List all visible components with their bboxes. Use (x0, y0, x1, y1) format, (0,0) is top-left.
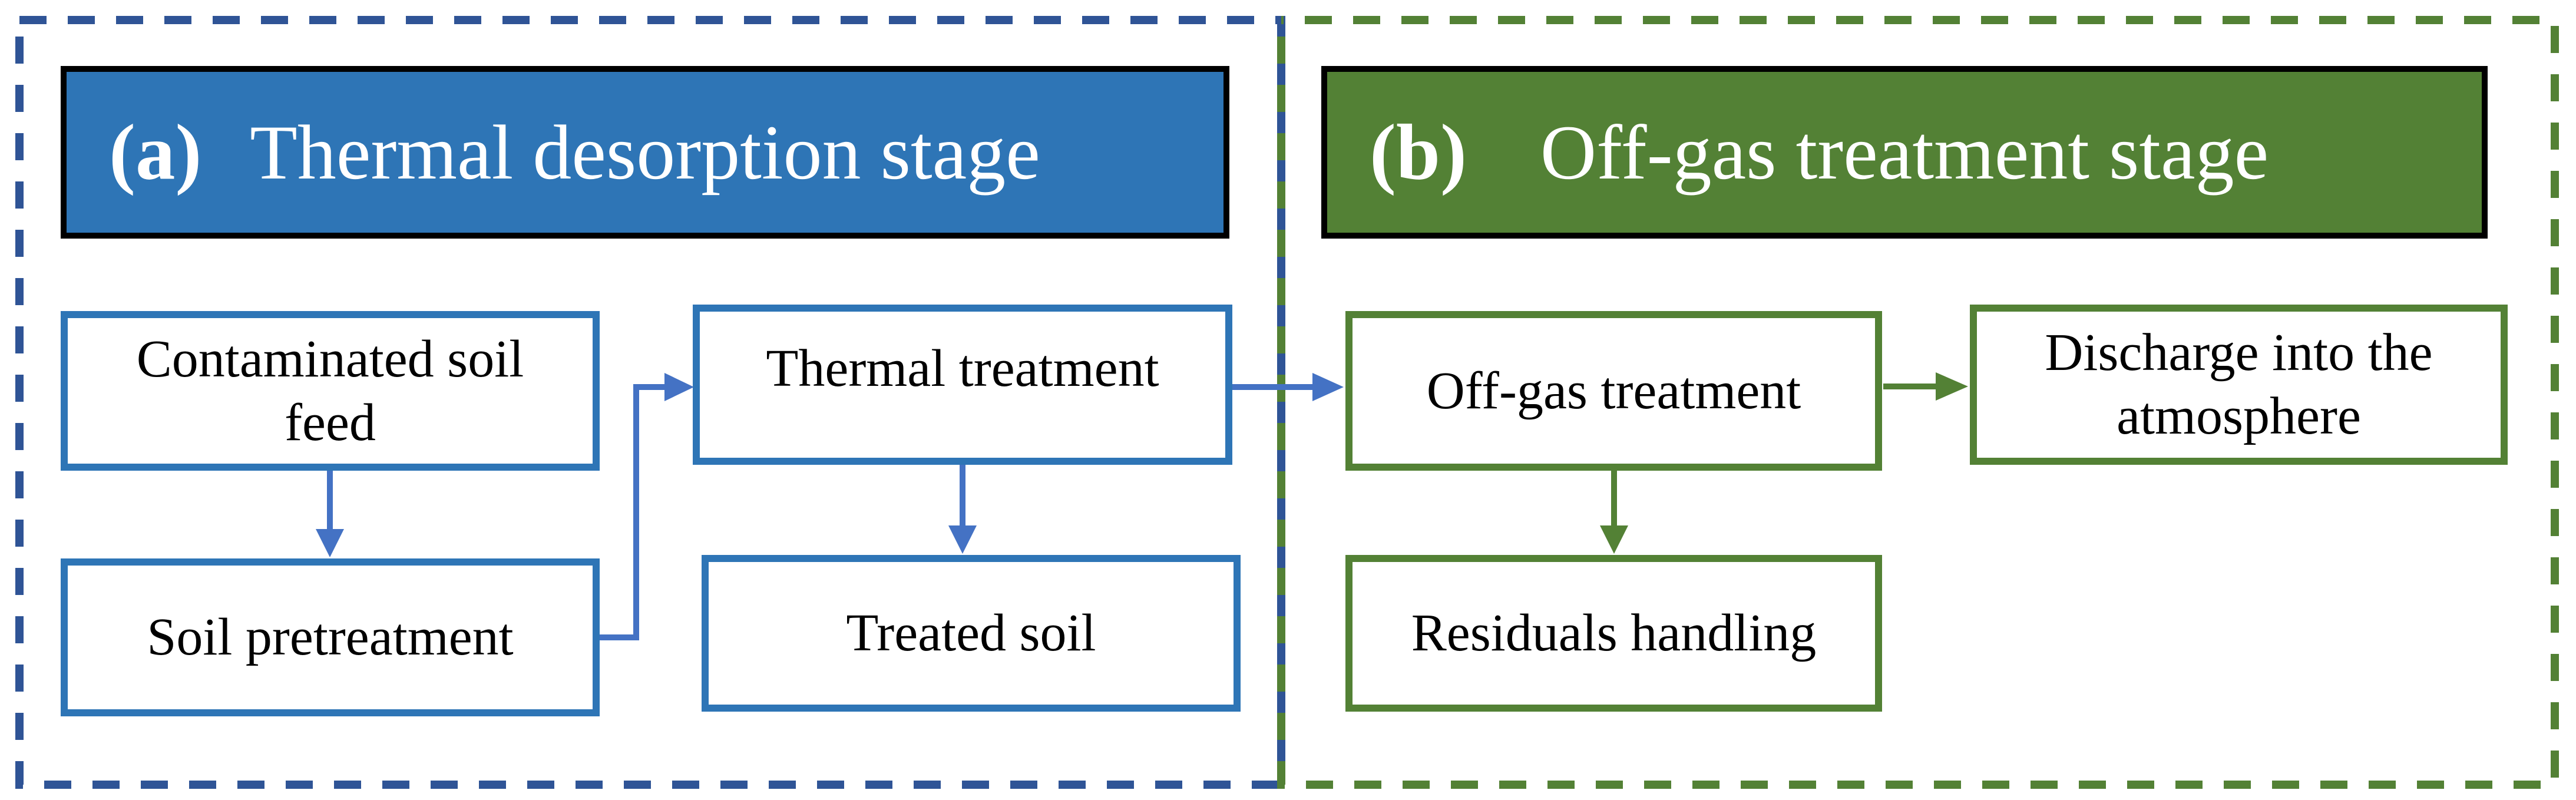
panel-b-arrows (1611, 384, 1938, 528)
arrow-offgas-to-discharge-head (1936, 372, 1968, 401)
panel-b-title-bar: (b) Off-gas treatment stage (1321, 66, 2488, 239)
node-soil-pretreatment-label: Soil pretreatment (147, 608, 514, 666)
node-thermal-treatment: Thermal treatment (693, 305, 1232, 465)
node-discharge-into-atmosphere-label: Discharge into the atmosphere (2045, 323, 2433, 445)
panel-a-arrows (327, 384, 1315, 640)
panel-a-dashed-border (15, 16, 1285, 789)
panel-a-title: Thermal desorption stage (250, 109, 1040, 196)
arrow-pretreatment-to-thermal-head (664, 373, 694, 401)
node-off-gas-treatment: Off-gas treatment (1345, 311, 1882, 471)
arrow-offgas-to-residuals-head (1600, 525, 1628, 554)
node-contaminated-soil-feed-label: Contaminated soil feed (136, 329, 524, 452)
panel-b-title: Off-gas treatment stage (1540, 109, 2269, 196)
panel-b-marker: (b) (1370, 108, 1467, 196)
node-residuals-handling: Residuals handling (1345, 555, 1882, 712)
node-contaminated-soil-feed: Contaminated soil feed (61, 311, 600, 471)
panel-a-arrowheads (316, 373, 1344, 557)
node-off-gas-treatment-label: Off-gas treatment (1426, 361, 1801, 420)
arrow-thermal-to-treated-head (948, 525, 977, 554)
node-residuals-handling-label: Residuals handling (1411, 604, 1817, 662)
node-thermal-treatment-label: Thermal treatment (766, 339, 1159, 398)
panel-b-arrowheads (1600, 372, 1968, 554)
panel-a-marker: (a) (109, 108, 202, 196)
arrow-thermal-to-offgas-head (1312, 373, 1344, 401)
node-soil-pretreatment: Soil pretreatment (61, 558, 600, 716)
panel-a-title-bar: (a) Thermal desorption stage (61, 66, 1229, 239)
node-treated-soil-label: Treated soil (846, 604, 1096, 662)
arrow-contaminated-to-pretreatment-head (316, 529, 344, 557)
node-discharge-into-atmosphere: Discharge into the atmosphere (1970, 305, 2508, 465)
arrow-pretreatment-to-thermal-shaft (600, 384, 667, 640)
node-treated-soil: Treated soil (702, 555, 1241, 712)
